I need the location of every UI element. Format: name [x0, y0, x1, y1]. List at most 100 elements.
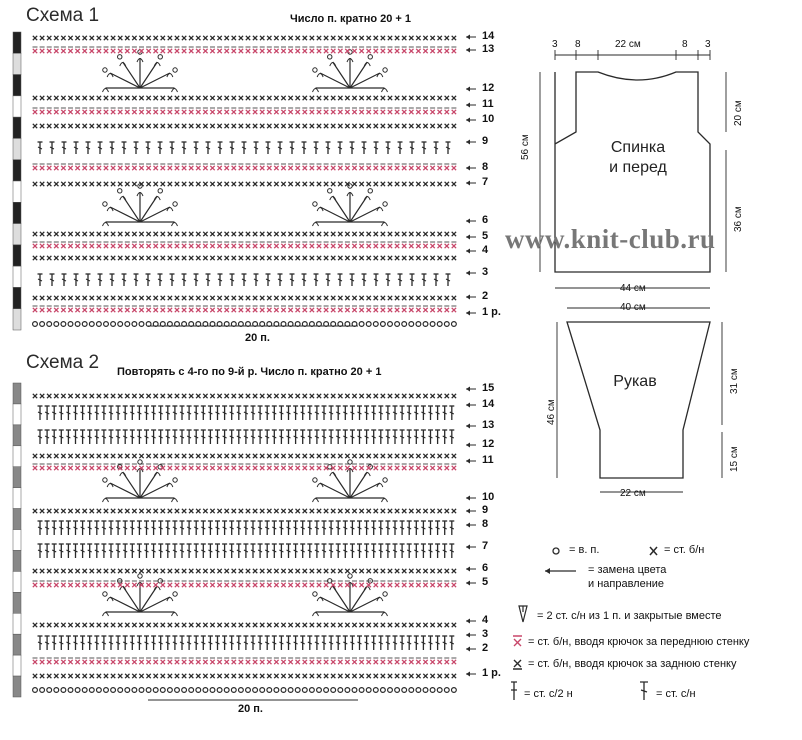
legend-hdc-symbol	[511, 681, 517, 700]
rowlabels2-label-11: 11	[482, 454, 494, 466]
dim-height-36: 36 см	[733, 206, 744, 232]
dim-top-22: 22 см	[615, 39, 641, 50]
sc-row	[32, 46, 457, 54]
rowlabels2-arrow-15	[466, 386, 476, 392]
scheme2-fan-lower-2	[312, 573, 388, 617]
scheme2-note: Повторять с 4-го по 9-й р. Число п. крат…	[117, 366, 382, 378]
rowlabels1-arrow-5	[466, 234, 476, 240]
sc-row	[32, 35, 457, 41]
rowlabels1-label-1: 1 р.	[482, 306, 501, 318]
sc-row	[32, 622, 457, 628]
back-front-label-line2: и перед	[609, 159, 667, 176]
rowlabels2-arrow-11	[466, 458, 476, 464]
rowlabels2-label-8: 8	[482, 518, 489, 530]
rowlabels1-arrow-13	[466, 47, 476, 53]
sc-row	[32, 295, 457, 301]
legend-hdc-text: = ст. с/2 н	[524, 688, 573, 700]
sc-row	[32, 107, 457, 115]
rowlabels1-label-6: 6	[482, 214, 489, 226]
scheme1-fan-lower-1	[102, 183, 178, 227]
scheme2-title: Схема 2	[26, 352, 100, 373]
scheme2-fan-upper-2	[312, 459, 388, 503]
rowlabels2-label-2: 2	[482, 642, 489, 654]
rowlabels1-arrow-4	[466, 248, 476, 254]
scheme1-fan-lower-2	[312, 183, 388, 227]
legend-sc-symbol	[649, 546, 658, 556]
sleeve-dim-top-40: 40 см	[620, 302, 646, 313]
scheme2-fan-lower-1	[102, 573, 178, 617]
rowlabels2-label-7: 7	[482, 540, 489, 552]
legend-chain-text: = в. п.	[569, 544, 600, 556]
back-front-label: Спинка и перед	[578, 138, 698, 178]
dim-width-44: 44 см	[620, 283, 646, 294]
legend-sc-back-symbol	[513, 659, 522, 670]
rowlabels2-arrow-12	[466, 442, 476, 448]
chain-row	[31, 686, 457, 693]
rowlabels2-label-1: 1 р.	[482, 667, 501, 679]
chain-row	[31, 321, 457, 328]
rowlabels1-arrow-6	[466, 218, 476, 224]
rowlabels2-arrow-8	[466, 522, 476, 528]
rowlabels2-label-4: 4	[482, 614, 489, 626]
rowlabels2-label-10: 10	[482, 491, 495, 503]
dc-row	[37, 405, 455, 420]
legend-sc-text: = ст. б/н	[664, 544, 705, 556]
rowlabels2-arrow-14	[466, 402, 476, 408]
rowlabels1-arrow-1	[466, 310, 476, 316]
rowlabels2-label-13: 13	[482, 419, 495, 431]
sleeve-dim-height-15: 15 см	[729, 446, 740, 472]
sc-row	[32, 163, 457, 171]
sc-row	[32, 255, 457, 261]
rowlabels2-arrow-13	[466, 423, 476, 429]
rowlabels1-label-12: 12	[482, 82, 495, 94]
rowlabels1-arrow-11	[466, 102, 476, 108]
rowlabels2-label-5: 5	[482, 576, 489, 588]
rowlabels2-arrow-9	[466, 508, 476, 514]
sc-row	[32, 123, 457, 129]
color-bar	[12, 31, 22, 331]
watermark: www.knit-club.ru	[505, 224, 716, 254]
legend-sc-back-text: = ст. б/н, вводя крючок за заднюю стенку	[528, 658, 737, 670]
rowlabels1-label-9: 9	[482, 135, 489, 147]
scheme2-repeat-label: 20 п.	[238, 703, 263, 715]
legend-cluster-symbol	[518, 605, 528, 623]
rowlabels2-label-14: 14	[482, 398, 495, 410]
legend-sc-front-symbol	[513, 635, 522, 647]
scheme1-note: Число п. кратно 20 + 1	[290, 13, 412, 25]
sc-row	[32, 463, 457, 471]
rowlabels1-label-5: 5	[482, 230, 489, 242]
rowlabels2-label-6: 6	[482, 562, 489, 574]
dim-height-20: 20 см	[733, 100, 744, 126]
rowlabels1-arrow-3	[466, 270, 476, 276]
sc-row	[32, 453, 457, 459]
legend-chain-symbol	[552, 547, 560, 555]
rowlabels1-label-7: 7	[482, 176, 489, 188]
rowlabels1-label-13: 13	[482, 43, 495, 55]
dc-row	[37, 520, 455, 535]
rowlabels1-label-10: 10	[482, 113, 495, 125]
rowlabels2-label-3: 3	[482, 628, 489, 640]
sc-row	[32, 657, 457, 665]
scheme1-fan-upper-1	[102, 49, 178, 93]
dim-top-8-right: 8	[682, 39, 688, 50]
rowlabels2-arrow-6	[466, 566, 476, 572]
rowlabels2-label-9: 9	[482, 504, 489, 516]
dc-row	[37, 635, 455, 650]
scheme1-fan-upper-2	[312, 49, 388, 93]
dim-top-3-right: 3	[705, 39, 711, 50]
sleeve-dim-height-31: 31 см	[729, 368, 740, 394]
legend-color-change-arrowhead	[545, 568, 550, 574]
rowlabels2-arrow-7	[466, 544, 476, 550]
rowlabels2-arrow-5	[466, 580, 476, 586]
rowlabels2-arrow-1	[466, 671, 476, 677]
rowlabels1-arrow-9	[466, 139, 476, 145]
dc-row	[37, 141, 451, 154]
rowlabels1-label-3: 3	[482, 266, 489, 278]
scheme2-fan-upper-1	[102, 459, 178, 503]
sc-row	[32, 568, 457, 574]
dc-row	[37, 429, 455, 444]
rowlabels1-label-14: 14	[482, 30, 495, 42]
rowlabels1-label-4: 4	[482, 244, 489, 256]
scheme1-title: Схема 1	[26, 5, 100, 26]
